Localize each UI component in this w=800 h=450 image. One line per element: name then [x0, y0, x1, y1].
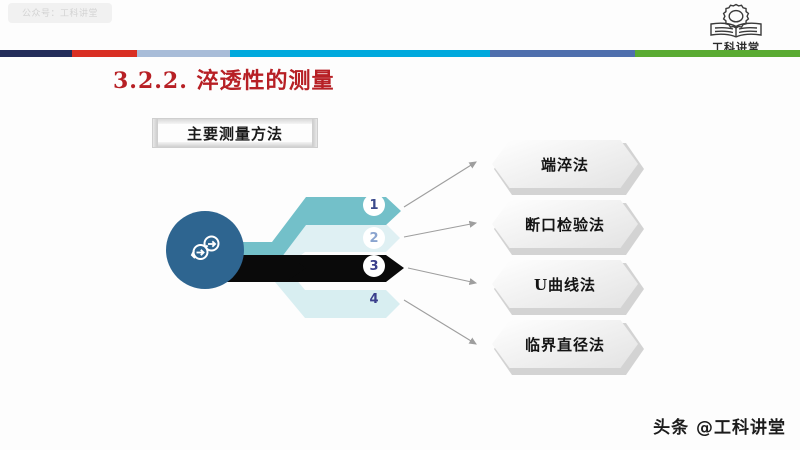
- flow-number-3: 3: [363, 255, 385, 277]
- color-rule-bar: [0, 50, 800, 57]
- rule-segment-6: [635, 50, 800, 57]
- rule-segment-3: [137, 50, 230, 57]
- subtitle-box-right-cap: [312, 118, 318, 148]
- flow-bar-1[interactable]: [205, 197, 401, 270]
- flow-number-1: 1: [363, 194, 385, 216]
- rule-segment-1: [0, 50, 72, 57]
- flow-number-2: 2: [363, 227, 385, 249]
- method-label-4[interactable]: 临界直径法: [492, 320, 638, 368]
- watermark-bottom-right: 头条 @工科讲堂: [653, 418, 786, 438]
- connector-arrow-3: [407, 267, 478, 286]
- connector-arrow-4: [403, 299, 477, 345]
- emblem-circle[interactable]: [166, 211, 244, 289]
- method-label-1[interactable]: 端淬法: [492, 140, 638, 188]
- watermark-top-left: 公众号：工科讲堂: [8, 3, 113, 23]
- method-label-3[interactable]: U曲线法: [492, 260, 638, 308]
- subtitle-box-left-cap: [152, 118, 158, 148]
- linked-circles-arrows-icon: [181, 224, 229, 277]
- flow-number-4: 4: [369, 291, 379, 307]
- subtitle-box: 主要测量方法: [152, 118, 318, 148]
- subtitle-label: 主要测量方法: [186, 124, 283, 143]
- rule-segment-2: [72, 50, 137, 57]
- connector-arrow-2: [403, 220, 478, 238]
- gear-over-book-icon: [703, 2, 769, 38]
- page-title: 3.2.2. 淬透性的测量: [113, 68, 335, 94]
- connector-arrow-1: [403, 161, 477, 208]
- rule-segment-4: [230, 50, 490, 57]
- method-label-2[interactable]: 断口检验法: [492, 200, 638, 248]
- rule-segment-5: [490, 50, 635, 57]
